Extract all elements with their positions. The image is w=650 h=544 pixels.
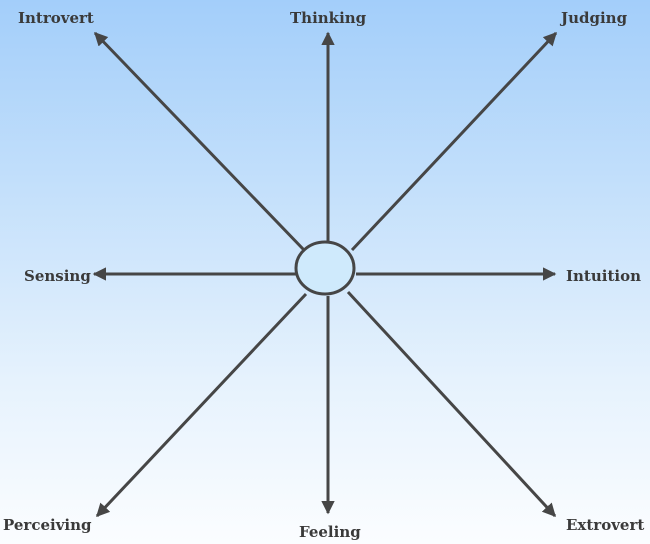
arrow-judging [350,31,558,252]
label-sensing: Sensing [24,267,91,285]
label-introvert: Introvert [18,9,94,27]
label-extrovert: Extrovert [566,516,645,534]
center-hub [294,240,356,296]
label-judging: Judging [561,9,628,27]
label-feeling: Feeling [299,523,361,541]
label-perceiving: Perceiving [3,516,92,534]
label-thinking: Thinking [290,9,367,27]
arrow-introvert [93,31,306,252]
label-intuition: Intuition [566,267,641,285]
arrow-perceiving [95,292,308,518]
arrow-extrovert [346,290,557,518]
